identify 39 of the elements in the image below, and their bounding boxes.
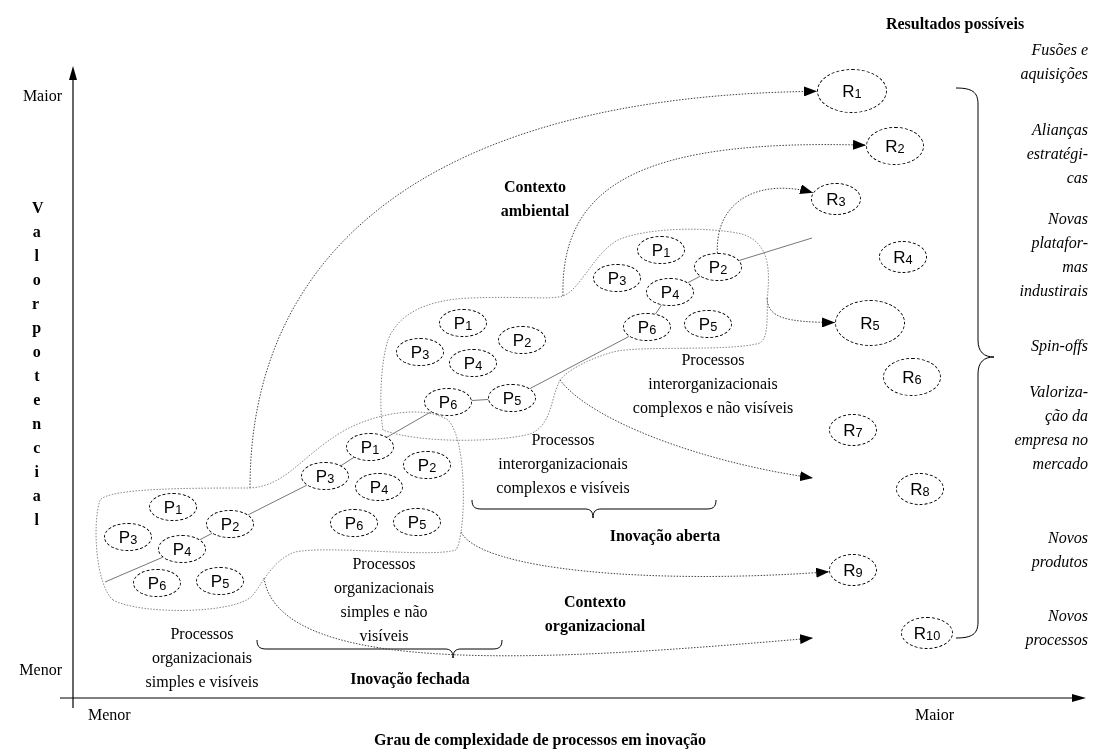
text-label: Valoriza-ção da empresa no mercado: [1013, 382, 1088, 474]
text-label: Maior: [915, 705, 956, 725]
connector-line: [247, 484, 308, 516]
text-label: Novas platafor-mas industirais: [1018, 209, 1088, 301]
axis-title: Valor potencial: [32, 198, 42, 530]
text-label: Menor: [88, 705, 132, 725]
curved-arrow: [562, 140, 867, 297]
text-label: Processos organizacionais simples e não visíveis: [332, 554, 436, 646]
connector-line: [471, 399, 489, 401]
text-label: Inovação aberta: [608, 526, 722, 547]
connector-line: [340, 456, 355, 467]
curved-arrow: [766, 297, 836, 328]
connector-line: [199, 532, 213, 541]
text-label: Fusões e aquisições: [1019, 40, 1088, 85]
text-label: Contexto organizacional: [543, 592, 647, 637]
curved-arrow: [559, 379, 814, 481]
text-label: Novos produtos: [1030, 528, 1088, 573]
connector-line: [104, 556, 164, 583]
connector-line: [655, 304, 662, 315]
text-label: Inovação fechada: [349, 669, 471, 690]
curved-arrow: [460, 531, 830, 578]
curved-arrow: [249, 86, 818, 489]
text-label: Novos processos: [1023, 606, 1088, 651]
connector-line: [529, 335, 630, 390]
text-label: Resultados possíveis: [884, 14, 1026, 35]
text-label: Menor: [18, 660, 62, 680]
text-label: Processos interorganizacionais complexos e não visíveis: [631, 350, 795, 419]
text-label: Maior: [21, 86, 62, 106]
connector-line: [738, 237, 813, 261]
text-label: Processos organizacionais simples e visíveis: [144, 624, 260, 693]
curved-arrow: [716, 184, 814, 254]
text-label: Grau de complexidade de processos em inovação: [372, 730, 708, 751]
text-label: Spin-offs: [1030, 336, 1088, 357]
text-label: Processos interorganizacionais complexos e visíveis: [495, 430, 631, 499]
connector-line: [386, 411, 432, 438]
text-label: Contexto ambiental: [499, 177, 571, 221]
curved-arrow: [263, 577, 814, 657]
text-label: Alianças estratégi-cas: [1025, 120, 1088, 188]
connector-line: [687, 275, 701, 284]
